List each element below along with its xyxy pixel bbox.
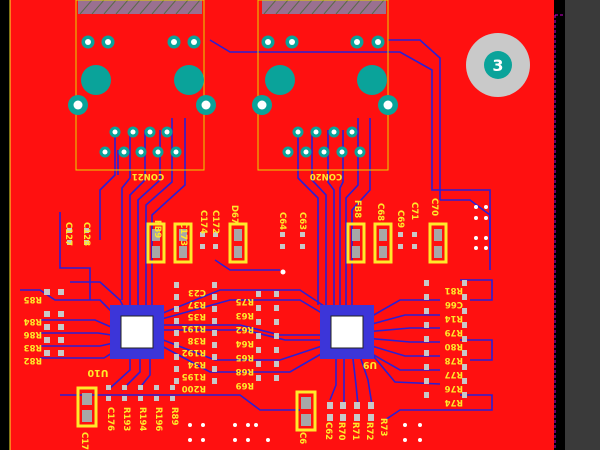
label-r200: R200 xyxy=(182,383,206,393)
u10-label: U10 xyxy=(87,367,108,378)
label-c66: C66 xyxy=(445,299,463,309)
label-r63: R63 xyxy=(236,310,254,320)
u9-label: U9 xyxy=(363,359,377,370)
label-c64: C64 xyxy=(277,212,287,230)
label-c127: C127 xyxy=(63,222,73,246)
label-r80: R80 xyxy=(445,341,463,351)
label-r89: R89 xyxy=(169,407,179,425)
label-r69: R69 xyxy=(236,380,254,390)
footprint-fb8[interactable] xyxy=(346,222,366,264)
label-c68: C68 xyxy=(375,203,385,221)
label-r192: R192 xyxy=(182,347,206,357)
label-r82: R82 xyxy=(24,355,42,365)
label-r83: R83 xyxy=(24,342,42,352)
connector-con21[interactable]: CON21 xyxy=(68,0,216,181)
label-r191: R191 xyxy=(182,323,206,333)
label-r65: R65 xyxy=(236,352,254,362)
label-r193: R193 xyxy=(121,407,131,431)
resistor-pads-center-left xyxy=(174,282,217,384)
label-r81: R81 xyxy=(445,285,463,295)
label-r75: R75 xyxy=(236,296,254,306)
footprint-c70[interactable] xyxy=(428,222,448,264)
label-r35: R35 xyxy=(188,311,206,321)
ic-u10[interactable]: U10 xyxy=(87,305,164,378)
resistor-pads-center-right xyxy=(256,291,279,381)
label-fb8: FB8 xyxy=(352,200,362,218)
label-r70: R70 xyxy=(336,422,346,440)
ic-u9[interactable]: U9 xyxy=(320,305,377,370)
label-c71: C71 xyxy=(409,202,419,220)
label-r194: R194 xyxy=(137,407,147,431)
silkscreen-labels: C127 C128 FB9 C173 C174 C172 D67 C64 C63… xyxy=(24,198,463,450)
label-r77: R77 xyxy=(445,369,463,379)
footprint-c68[interactable] xyxy=(373,222,393,264)
resistor-pads-right xyxy=(424,280,467,398)
label-r74: R74 xyxy=(445,397,463,407)
label-c62: C62 xyxy=(323,422,333,440)
connector-shell-left xyxy=(78,0,202,15)
label-c69: C69 xyxy=(395,210,405,228)
con20-label: CON20 xyxy=(310,171,342,181)
label-r68: R68 xyxy=(236,366,254,376)
footprint-c6[interactable] xyxy=(295,390,317,432)
label-r14: R14 xyxy=(445,313,463,323)
label-r72: R72 xyxy=(364,422,374,440)
label-r195: R195 xyxy=(182,371,206,381)
label-c174: C174 xyxy=(198,210,208,234)
label-r73: R73 xyxy=(378,418,388,436)
label-fb9: FB9 xyxy=(152,220,162,238)
label-d67: D67 xyxy=(229,205,239,224)
footprint-c173[interactable] xyxy=(173,222,193,264)
mounting-hole-3[interactable]: 3 xyxy=(466,33,530,97)
label-c23: C23 xyxy=(188,287,206,297)
connector-shell-right xyxy=(262,0,386,15)
label-c128: C128 xyxy=(81,222,91,246)
label-r86: R86 xyxy=(24,329,42,339)
footprint-d67[interactable] xyxy=(228,222,248,264)
con21-label: CON21 xyxy=(132,171,164,181)
label-c63: C63 xyxy=(297,212,307,230)
mounting-hole-number: 3 xyxy=(492,56,503,75)
label-r85: R85 xyxy=(24,294,42,304)
bottom-small-pads xyxy=(106,385,422,442)
label-c17: C17 xyxy=(79,432,89,450)
label-r84: R84 xyxy=(24,316,42,326)
label-r34: R34 xyxy=(188,359,206,369)
right-margin-area xyxy=(565,0,600,450)
label-r64: R64 xyxy=(236,338,254,348)
small-cap-pads-top xyxy=(67,205,488,275)
footprint-fb9[interactable] xyxy=(146,222,166,264)
label-c6: C6 xyxy=(297,432,307,444)
footprint-c17[interactable] xyxy=(76,386,98,428)
resistor-pads-left xyxy=(44,289,64,356)
label-r37: R37 xyxy=(188,299,206,309)
label-r76: R76 xyxy=(445,383,463,393)
label-c176: C176 xyxy=(105,407,115,431)
label-r62: R62 xyxy=(236,324,254,334)
label-r38: R38 xyxy=(188,335,206,345)
label-r71: R71 xyxy=(350,422,360,440)
label-r78: R78 xyxy=(445,355,463,365)
label-c70: C70 xyxy=(429,198,439,216)
label-r79: R79 xyxy=(445,327,463,337)
label-c173: C173 xyxy=(178,222,188,246)
label-r196: R196 xyxy=(153,407,163,431)
connector-con20[interactable]: CON20 xyxy=(252,0,398,181)
label-c172: C172 xyxy=(210,210,220,234)
